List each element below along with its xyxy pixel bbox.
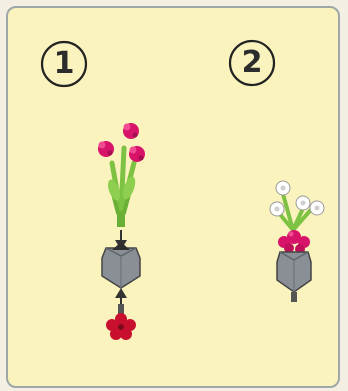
step-1-vase: [102, 242, 140, 288]
attach-arrow-icon: [115, 288, 127, 314]
step-1-bouquet: [98, 123, 145, 227]
white-flower-icon: [276, 181, 290, 195]
white-flower-icon: [296, 196, 310, 210]
flower-head-left-icon: [98, 141, 114, 157]
white-flower-icon: [270, 202, 284, 216]
step-2-number: 2: [228, 39, 276, 87]
step-2-assembled-vase: [270, 181, 324, 302]
magenta-flower-cluster-icon: [278, 230, 310, 254]
instruction-panel: 1 2: [6, 6, 340, 388]
flower-head-top-icon: [123, 123, 139, 139]
step-1-number: 1: [40, 40, 88, 88]
white-flower-icon: [310, 201, 324, 215]
red-flower-piece-icon: [106, 313, 136, 340]
flower-head-right-icon: [129, 146, 145, 162]
